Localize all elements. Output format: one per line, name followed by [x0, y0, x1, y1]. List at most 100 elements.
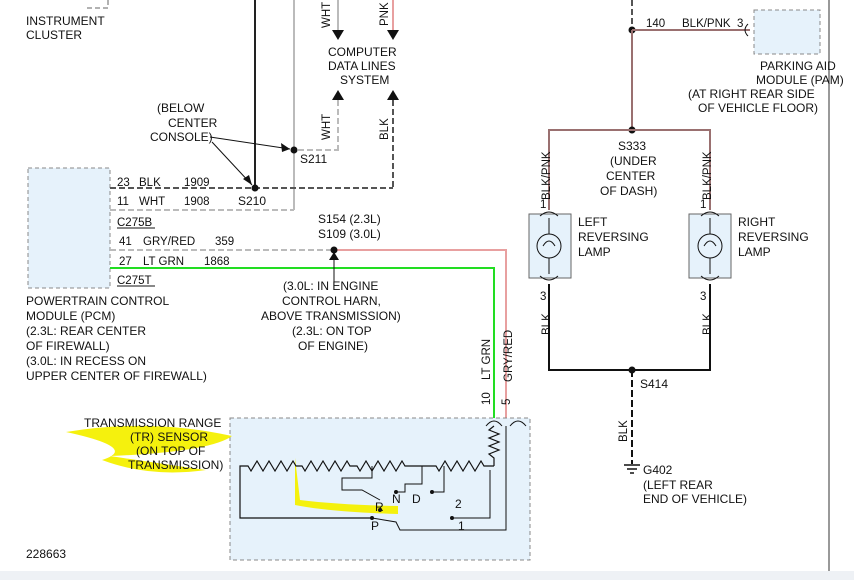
below-console-3: CONSOLE) [150, 130, 213, 144]
tr-label-3: (ON TOP OF [136, 444, 205, 458]
pam-label-2: MODULE (PAM) [756, 73, 844, 87]
instrument-cluster-label-1: INSTRUMENT [26, 14, 105, 28]
pcm-label-1: POWERTRAIN CONTROL [26, 294, 169, 308]
pnk-label-top: PNK [379, 2, 391, 26]
pcm-pin-23-color: BLK [139, 177, 161, 189]
dash-note-1: (UNDER [610, 154, 657, 168]
dash-note-2: CENTER [606, 169, 656, 183]
pcm-pin-23: 23 [117, 177, 130, 189]
wire-lamps-s414 [548, 284, 711, 371]
splice-note-5: OF ENGINE) [298, 339, 368, 353]
left-lamp-label-1: LEFT [578, 215, 608, 229]
pcm-connector-c275t: C275T [117, 275, 152, 287]
arrow-down-wht [332, 30, 344, 40]
wht-label-mid: WHT [321, 114, 333, 140]
viewer-status-bar [0, 571, 854, 580]
blk-label-mid: BLK [379, 118, 391, 140]
splice-note-2: CONTROL HARN, [282, 294, 381, 308]
tr-pos-n: N [392, 492, 401, 506]
tr-pos-1: 1 [458, 519, 465, 533]
ground-label-1: (LEFT REAR [643, 478, 713, 492]
pam-module-box [753, 9, 821, 55]
gry-red-label-vert: GRY/RED [503, 330, 515, 382]
pcm-pin-41: 41 [119, 236, 132, 248]
pcm-pin-27-circuit: 1868 [204, 256, 230, 268]
pam-label-4: OF VEHICLE FLOOR) [698, 101, 818, 115]
tr-pin-10: 10 [481, 392, 493, 405]
pcm-label-5: (3.0L: IN RECESS ON [26, 354, 146, 368]
wire-lt-grn-1868 [110, 267, 495, 420]
splice-s210 [251, 184, 259, 192]
pcm-pin-11: 11 [117, 196, 129, 208]
instrument-cluster-label-2: CLUSTER [26, 28, 82, 42]
left-lamp-wire-color: BLK/PNK [541, 151, 553, 200]
pam-wire-color: BLK/PNK [682, 18, 731, 30]
splice-s211 [290, 146, 298, 154]
right-lamp-pin-1: 1 [700, 199, 706, 211]
wire-gry-red-to-tr [334, 249, 507, 420]
tr-pos-p: P [371, 519, 379, 533]
splice-note-4: (2.3L: ON TOP [292, 324, 372, 338]
pcm-pin-27: 27 [119, 256, 132, 268]
left-lamp-ground-color: BLK [541, 313, 553, 335]
ground-label-2: END OF VEHICLE) [643, 492, 747, 506]
tr-pos-r: R [375, 500, 384, 514]
pam-circuit-140: 140 [646, 18, 665, 30]
tr-pos-d: D [412, 492, 421, 506]
tr-pos-2: 2 [455, 497, 462, 511]
pcm-pin-41-color: GRY/RED [143, 236, 195, 248]
s211-label: S211 [300, 152, 327, 166]
right-lamp-pin-3: 3 [700, 291, 706, 303]
pcm-label-3: (2.3L: REAR CENTER [26, 324, 146, 338]
below-console-1: (BELOW [157, 101, 205, 115]
ground-id: G402 [643, 463, 673, 477]
tr-sensor-box [229, 417, 531, 561]
tr-pin-5: 5 [501, 399, 513, 405]
pcm-label-2: MODULE (PCM) [26, 309, 115, 323]
pcm-connector-c275b: C275B [117, 217, 152, 229]
arrow-down-pnk [387, 30, 399, 40]
left-lamp-pin-1: 1 [540, 199, 546, 211]
pcm-module-box [27, 167, 111, 289]
splice-note-1: (3.0L: IN ENGINE [283, 279, 378, 293]
below-console-2: CENTER [168, 116, 218, 130]
left-lamp-label-3: LAMP [578, 245, 611, 259]
pcm-pin-41-circuit: 359 [215, 236, 234, 248]
tr-switch-highlight [295, 458, 398, 514]
lt-grn-label-vert: LT GRN [481, 339, 493, 380]
s210-label: S210 [238, 194, 266, 208]
pam-label-1: PARKING AID [760, 59, 836, 73]
tr-resistor-ladder [239, 459, 494, 519]
wire-s333-lamps [548, 129, 711, 210]
pcm-pin-11-circuit: 1908 [184, 196, 210, 208]
instrument-cluster-box [86, 0, 109, 9]
s333-label: S333 [618, 139, 646, 153]
tr-label-highlight [66, 425, 232, 473]
right-lamp-ground-color: BLK [702, 313, 714, 335]
wire-s211-branch [294, 148, 339, 151]
right-lamp-label-3: LAMP [738, 245, 771, 259]
s154-label: S154 (2.3L) [318, 212, 381, 226]
arrow-up-wht [332, 90, 344, 100]
right-lamp-wire-color: BLK/PNK [702, 151, 714, 200]
s109-label: S109 (3.0L) [318, 227, 381, 241]
pcm-pin-23-circuit: 1909 [184, 177, 210, 189]
tr-label-1: TRANSMISSION RANGE [84, 416, 221, 430]
ground-wire-color: BLK [618, 420, 630, 442]
pointer-to-s211 [209, 136, 291, 150]
arrow-to-splice [329, 252, 339, 260]
left-lamp-pin-3: 3 [540, 291, 546, 303]
pcm-pin-27-color: LT GRN [143, 256, 184, 268]
diagram-id: 228663 [26, 547, 66, 561]
wht-label-top: WHT [321, 2, 333, 28]
left-lamp-label-2: REVERSING [578, 230, 649, 244]
computer-data-lines-3: SYSTEM [340, 73, 389, 87]
pcm-pin-11-color: WHT [139, 196, 165, 208]
left-lamp-box [528, 213, 572, 279]
pcm-label-6: UPPER CENTER OF FIREWALL) [26, 369, 207, 383]
tr-label-2: (TR) SENSOR [130, 430, 208, 444]
pam-pin-3: 3 [737, 18, 743, 30]
splice-note-3: ABOVE TRANSMISSION) [261, 309, 401, 323]
